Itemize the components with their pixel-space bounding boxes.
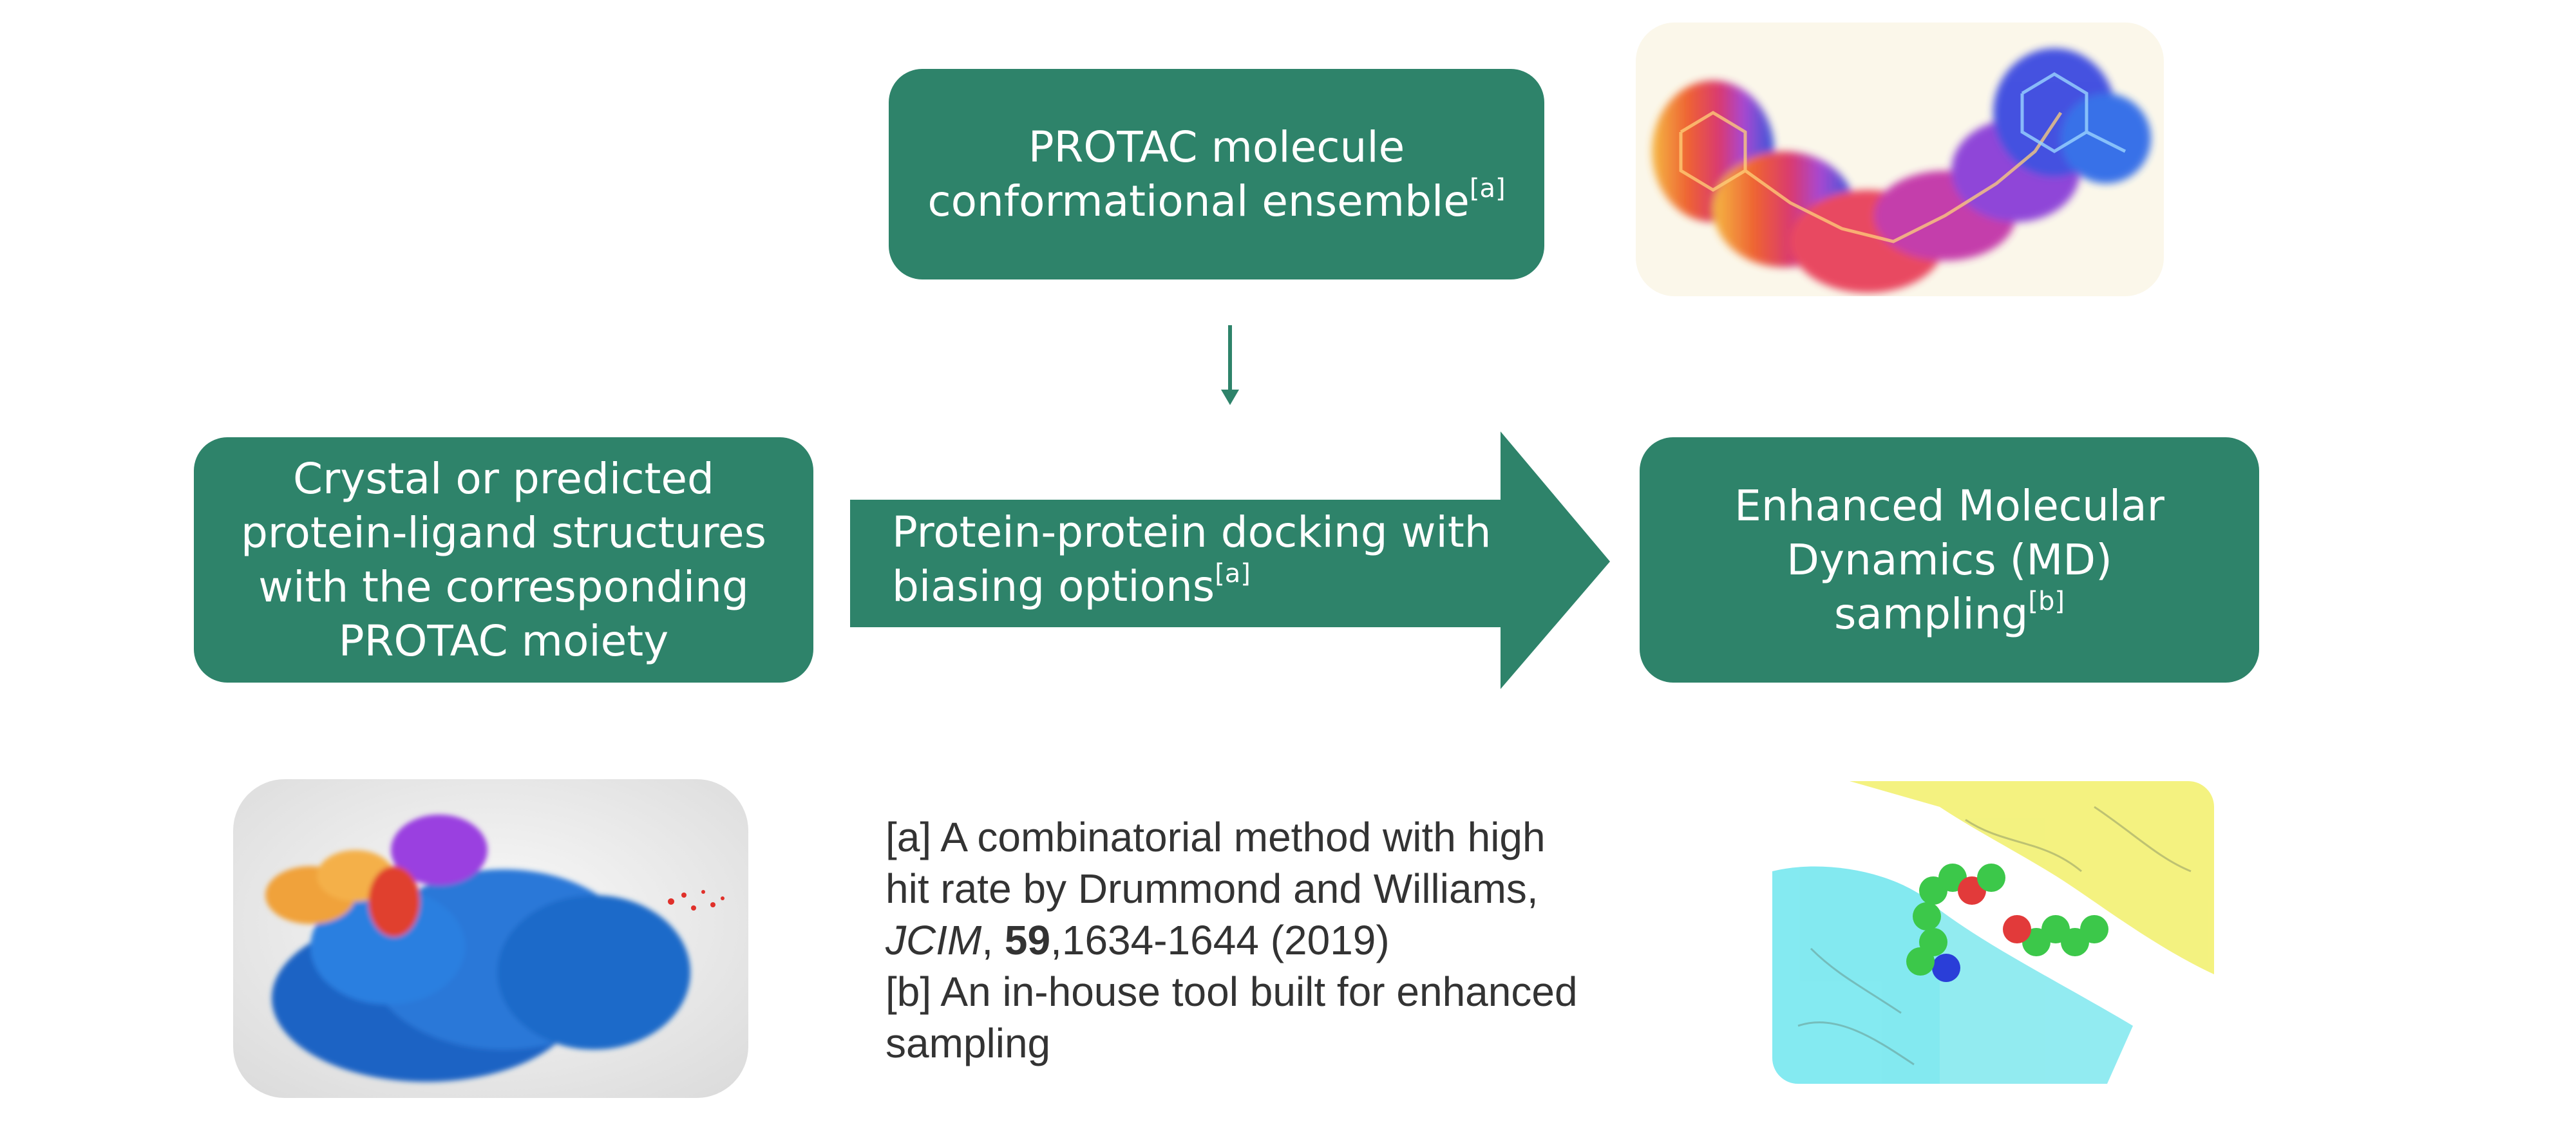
- md-sampling-box: Enhanced Molecular Dynamics (MD) samplin…: [1640, 437, 2259, 683]
- docking-line-1: Protein-protein docking with: [892, 507, 1492, 557]
- protac-line-1: PROTAC molecule: [1028, 122, 1405, 172]
- protac-ensemble-box: PROTAC molecule conformational ensemble[…: [889, 69, 1544, 279]
- protein-complex-image: [233, 779, 748, 1098]
- md-line-2: Dynamics (MD): [1786, 534, 2112, 585]
- note-a-line-2: hit rate by Drummond and Williams,: [886, 865, 1539, 912]
- note-a-volume: 59: [1004, 917, 1051, 963]
- down-arrow: [1221, 325, 1239, 405]
- docking-line-2: biasing options: [892, 562, 1215, 611]
- md-ref: [b]: [2028, 586, 2065, 616]
- crystal-line-3: with the corresponding: [258, 562, 749, 612]
- docking-step-label: Protein-protein docking with biasing opt…: [892, 506, 1492, 614]
- note-a-journal: JCIM: [886, 917, 982, 963]
- note-b-line-1: [b] An in-house tool built for enhanced: [886, 969, 1578, 1015]
- crystal-line-2: protein-ligand structures: [240, 507, 767, 558]
- md-line-1: Enhanced Molecular: [1734, 480, 2164, 531]
- binding-pocket-image: [1772, 781, 2214, 1084]
- process-arrow: [850, 431, 1610, 689]
- md-line-3: sampling: [1833, 589, 2029, 639]
- protac-ref: [a]: [1469, 173, 1506, 203]
- protac-surface-image: [1636, 23, 2164, 296]
- footnotes: [a] A combinatorial method with high hit…: [886, 811, 1658, 1069]
- docking-ref: [a]: [1215, 559, 1251, 589]
- protac-line-2: conformational ensemble: [927, 176, 1470, 226]
- note-a-line-1: [a] A combinatorial method with high: [886, 814, 1546, 860]
- crystal-structures-box: Crystal or predicted protein-ligand stru…: [194, 437, 813, 683]
- note-a-pages: ,1634-1644 (2019): [1050, 917, 1390, 963]
- crystal-line-1: Crystal or predicted: [293, 453, 714, 504]
- crystal-line-4: PROTAC moiety: [338, 616, 669, 666]
- note-b-line-2: sampling: [886, 1020, 1051, 1066]
- note-a-sep: ,: [981, 917, 1005, 963]
